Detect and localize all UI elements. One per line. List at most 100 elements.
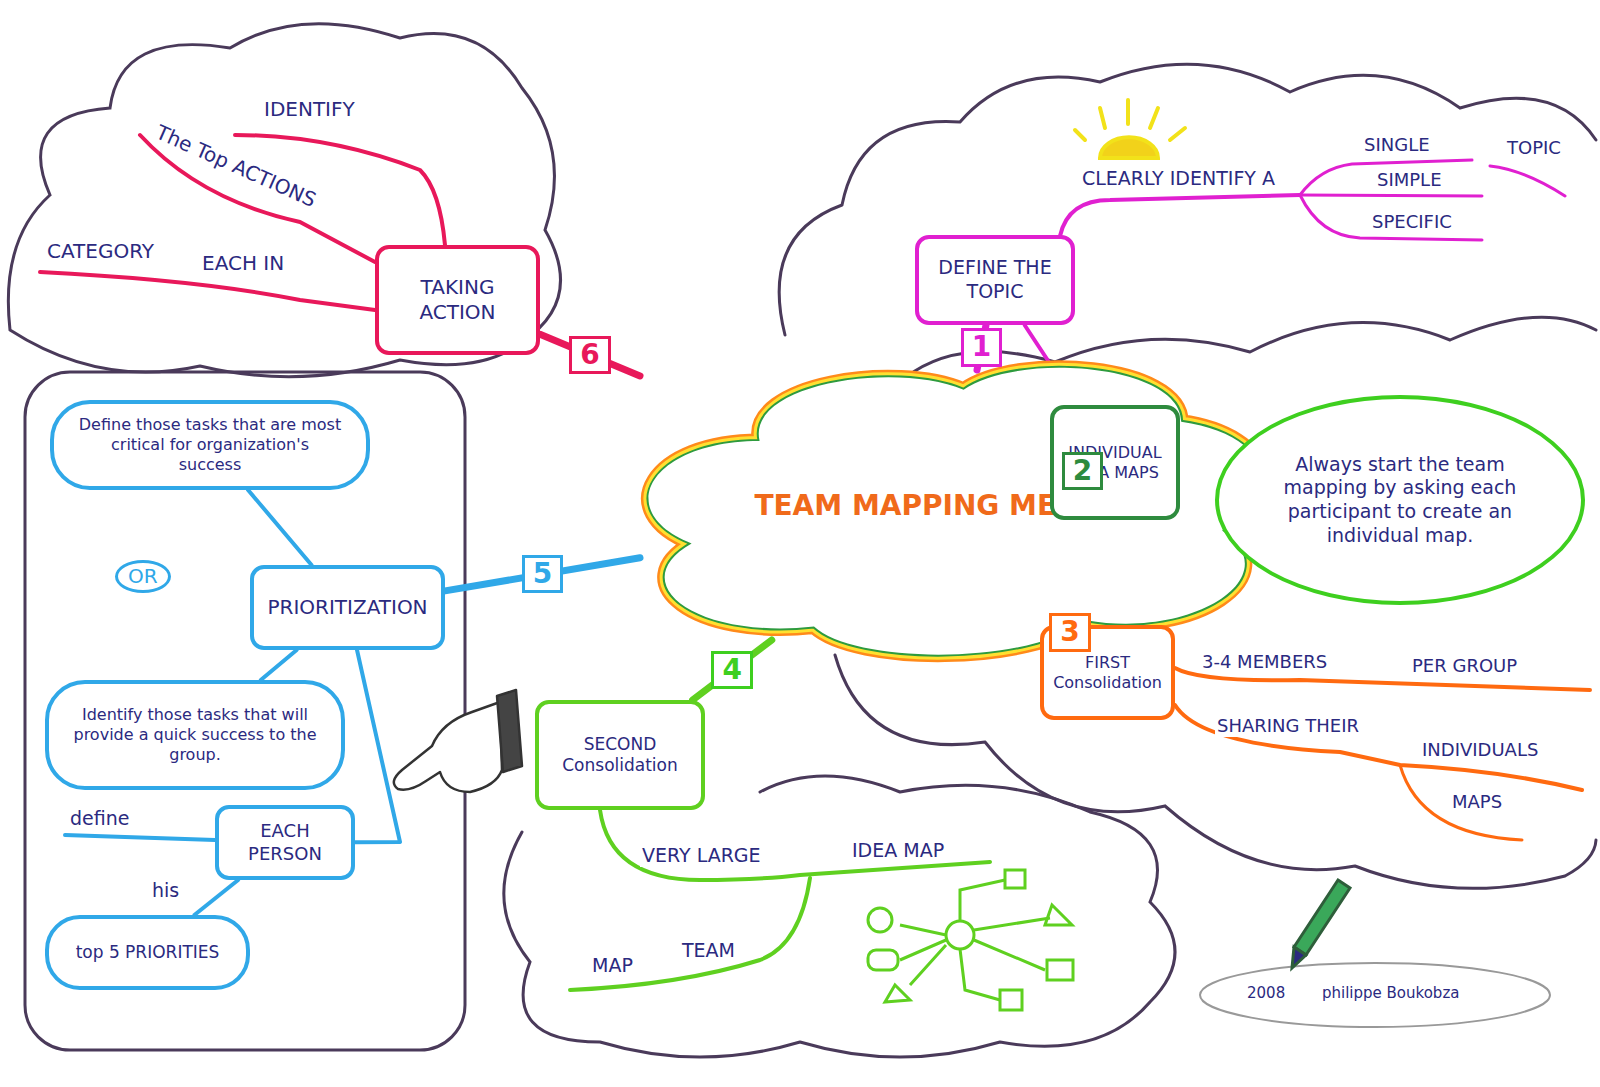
sun-ray xyxy=(1170,128,1185,140)
branch-line xyxy=(1490,166,1565,196)
branch-line xyxy=(1400,765,1522,840)
step-box: SECOND Consolidation xyxy=(535,700,705,810)
node-text: Always start the team mapping by asking … xyxy=(1271,453,1529,548)
branch-label: VERY LARGE xyxy=(640,845,763,867)
signature-oval xyxy=(1200,963,1550,1027)
node-text: FIRST Consolidation xyxy=(1053,653,1162,693)
sun-ray xyxy=(1126,100,1130,124)
mini-leaf xyxy=(885,985,910,1002)
hand-cuff xyxy=(497,690,522,772)
region-clouds xyxy=(8,24,1596,1057)
branch-line xyxy=(1300,160,1472,195)
branch-line xyxy=(1300,195,1482,240)
callout-number: 3 xyxy=(1049,613,1090,651)
branch-label: 3-4 MEMBERS xyxy=(1200,652,1329,673)
branch-line xyxy=(1060,195,1300,236)
connector xyxy=(355,650,400,842)
cloud-stroke xyxy=(649,368,1265,655)
region-cloud xyxy=(835,655,1596,888)
node-text: EACH PERSON xyxy=(229,820,341,865)
node-text: Identify those tasks that will provide a… xyxy=(73,705,317,765)
branch-line xyxy=(600,810,990,880)
mini-leaf xyxy=(1045,905,1072,925)
branch-label: SPECIFIC xyxy=(1370,212,1454,233)
sun-ray xyxy=(1100,108,1105,128)
mini-leaf xyxy=(868,908,892,932)
branch-label: MAPS xyxy=(1450,792,1504,813)
mini-leaf xyxy=(1047,960,1073,980)
node-text: SECOND Consolidation xyxy=(549,734,691,777)
mini-leaf xyxy=(1000,990,1022,1010)
node-text: DEFINE THE TOPIC xyxy=(929,256,1061,304)
callout-number: 2 xyxy=(1062,452,1103,490)
sun-ray xyxy=(1150,108,1158,128)
connector xyxy=(540,334,640,376)
region-cloud xyxy=(779,64,1596,335)
mini-map-icon xyxy=(868,870,1073,1010)
branch-line xyxy=(65,835,215,840)
branch-label: OR xyxy=(115,560,171,593)
sun-ray xyxy=(1075,130,1085,140)
mini-leaf xyxy=(1005,870,1025,888)
branch-label: MAP xyxy=(590,955,635,977)
hand-icon xyxy=(394,690,522,792)
branch-label: IDEA MAP xyxy=(850,840,946,862)
pencil-tip xyxy=(1292,947,1306,968)
step-box: PRIORITIZATION xyxy=(250,565,445,650)
option-box: Identify those tasks that will provide a… xyxy=(45,680,345,790)
mini-branches xyxy=(900,880,1050,1000)
branch-label: IDENTIFY xyxy=(262,98,357,121)
connector xyxy=(693,640,772,700)
callout-number: 4 xyxy=(711,651,752,689)
branch-line xyxy=(140,135,375,262)
branch-label: SIMPLE xyxy=(1375,170,1444,191)
branch-label: INDIVIDUALS xyxy=(1420,740,1540,761)
connector xyxy=(261,650,297,680)
branch-label: 2008 xyxy=(1245,985,1287,1002)
sun-icon xyxy=(1075,100,1185,158)
branch-label: PER GROUP xyxy=(1410,656,1519,677)
branch-label: SINGLE xyxy=(1362,135,1432,156)
branch-label: define xyxy=(68,808,131,830)
node-text: PRIORITIZATION xyxy=(267,595,427,620)
thought-bubble: Always start the team mapping by asking … xyxy=(1215,395,1585,605)
pencil-body xyxy=(1294,880,1350,955)
callout-number: 5 xyxy=(522,555,563,593)
pencil-icon xyxy=(1292,880,1350,968)
node-text: TAKING ACTION xyxy=(389,275,526,325)
region-cloud xyxy=(8,24,560,377)
sub-box: EACH PERSON xyxy=(215,805,355,880)
branch-line xyxy=(570,878,810,990)
connector xyxy=(194,880,238,915)
step-box: TAKING ACTION xyxy=(375,245,540,355)
mini-center xyxy=(946,921,974,949)
sub-box: top 5 PRIORITIES xyxy=(45,915,250,990)
region-panel xyxy=(25,372,465,1050)
callout-number: 1 xyxy=(961,328,1002,366)
branch-line xyxy=(1175,705,1582,790)
option-box: Define those tasks that are most critica… xyxy=(50,400,370,490)
branch-label: TEAM xyxy=(680,940,737,962)
cloud-stroke xyxy=(649,368,1265,655)
branch-label: TOPIC xyxy=(1505,138,1563,159)
connector xyxy=(248,490,311,565)
branch-lines xyxy=(40,135,1590,990)
branch-label: philippe Boukobza xyxy=(1320,985,1461,1002)
branch-label: CATEGORY xyxy=(45,240,156,263)
cloud-fill xyxy=(649,368,1265,655)
branch-line xyxy=(40,272,375,310)
hand-outline xyxy=(394,702,502,792)
branch-line xyxy=(1300,195,1482,196)
cloud-stroke xyxy=(649,368,1265,655)
sun-body xyxy=(1100,137,1158,158)
branch-label: CLEARLY IDENTIFY A xyxy=(1080,168,1277,190)
branch-label: EACH IN xyxy=(200,252,286,275)
region-cloud xyxy=(504,776,1175,1057)
node-text: Define those tasks that are most critica… xyxy=(78,415,342,475)
branch-label: his xyxy=(150,880,181,902)
mini-leaf xyxy=(868,950,898,970)
node-text: top 5 PRIORITIES xyxy=(76,942,220,963)
branch-label: SHARING THEIR xyxy=(1215,716,1361,737)
step-box: DEFINE THE TOPIC xyxy=(915,235,1075,325)
